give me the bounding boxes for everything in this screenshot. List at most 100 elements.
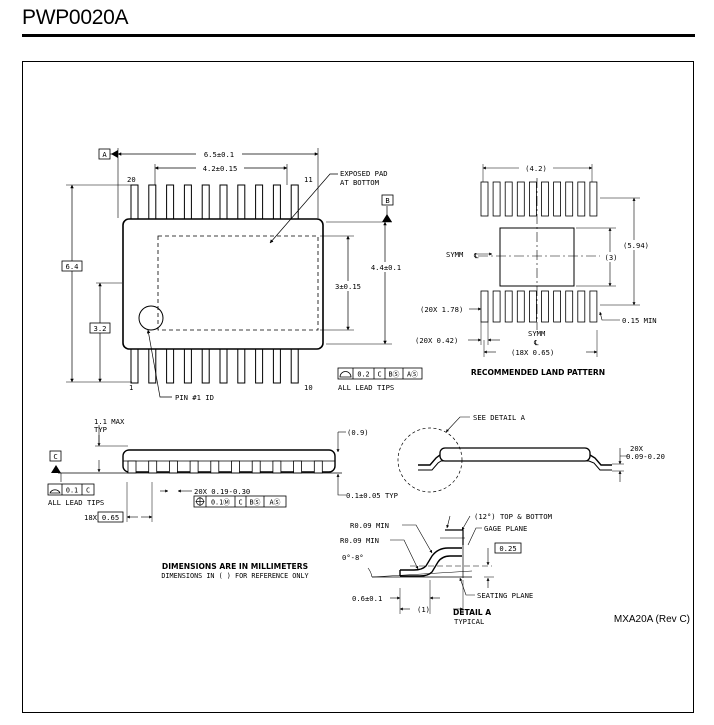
notes-line-1: DIMENSIONS ARE IN MILLIMETERS xyxy=(162,562,308,571)
top-view xyxy=(66,148,392,398)
lead xyxy=(183,184,192,221)
land-pad xyxy=(504,181,513,217)
land-pad xyxy=(589,181,598,217)
flatness-ref-c: C xyxy=(377,371,381,379)
position-ref-c: C xyxy=(238,499,242,507)
lead xyxy=(166,347,175,384)
land-pads-bottom xyxy=(480,290,598,323)
lead-thickness-1: 20X xyxy=(630,444,644,453)
land-symm-side: SYMM xyxy=(446,250,464,259)
land-symm-bottom: SYMM xyxy=(528,329,546,338)
land-pad xyxy=(480,181,489,217)
side-lead xyxy=(148,460,158,474)
land-pad xyxy=(529,181,537,217)
top-bottom-angle: (12°) TOP & BOTTOM xyxy=(474,512,553,521)
flatness-value: 0.2 xyxy=(357,371,369,379)
land-pad xyxy=(529,290,537,323)
lead-thickness-2: 0.09-0.20 xyxy=(626,452,665,461)
land-pad xyxy=(589,290,598,323)
coplanarity-ref: C xyxy=(86,487,90,495)
land-pad xyxy=(565,290,574,323)
land-pad xyxy=(516,181,525,217)
lead xyxy=(219,347,228,384)
side-lead xyxy=(313,460,323,474)
coplanarity-value: 0.1 xyxy=(66,487,78,495)
flatness-ref-b: BⓈ xyxy=(389,371,400,379)
position-value: 0.1Ⓜ xyxy=(211,499,230,507)
land-pitch: (18X 0.65) xyxy=(511,348,554,357)
top-leads xyxy=(130,184,299,221)
lead xyxy=(130,347,139,384)
position-ref-b: BⓈ xyxy=(250,499,261,507)
radius-1: R0.09 MIN xyxy=(350,521,389,530)
datum-a-label: A xyxy=(102,150,107,159)
standoff-dimension: 0.1±0.05 TYP xyxy=(346,491,398,500)
bottom-leads xyxy=(130,347,299,384)
lead xyxy=(219,184,228,221)
notes-line-2: DIMENSIONS IN ( ) FOR REFERENCE ONLY xyxy=(161,572,308,580)
exposed-pad-label-2: AT BOTTOM xyxy=(340,178,380,187)
datum-c-label: C xyxy=(53,452,57,461)
land-pad xyxy=(577,290,586,323)
side-lead xyxy=(189,460,199,474)
package-thickness: (0.9) xyxy=(347,428,369,437)
lead-width-dimension: 20X 0.19-0.30 xyxy=(194,487,250,496)
detail-a-subtitle: TYPICAL xyxy=(454,617,484,626)
side-lead xyxy=(168,460,178,474)
flatness-tolerance-frame: 0.2 C BⓈ AⓈ xyxy=(337,367,423,380)
max-height-2: TYP xyxy=(94,425,107,434)
drawing-frame xyxy=(22,61,694,713)
all-lead-tips-label-side: ALL LEAD TIPS xyxy=(48,498,104,507)
lead xyxy=(237,347,246,384)
lead xyxy=(201,184,210,221)
flatness-ref-a: AⓈ xyxy=(407,371,418,379)
land-pad xyxy=(480,290,489,323)
detail-a-title: DETAIL A xyxy=(453,608,491,617)
land-min-space: 0.15 MIN xyxy=(622,316,657,325)
position-icon xyxy=(195,497,205,506)
foot-length: 0.6±0.1 xyxy=(352,594,382,603)
land-pad xyxy=(541,290,549,323)
seating-plane-label: SEATING PLANE xyxy=(477,591,533,600)
pin1-id-label: PIN #1 ID xyxy=(175,393,214,402)
pin1-marker xyxy=(138,305,164,331)
side-lead xyxy=(231,460,240,474)
side-lead xyxy=(293,460,303,474)
lead xyxy=(130,184,139,221)
lead xyxy=(201,347,210,384)
gage-value: 0.25 xyxy=(499,544,516,553)
overall-width-dimension: 6.4 xyxy=(66,262,79,271)
lead xyxy=(272,184,281,221)
land-pad-length: (20X 1.78) xyxy=(420,305,463,314)
page-title: PWP0020A xyxy=(22,6,129,29)
lead xyxy=(237,184,246,221)
width-dimension: 6.5±0.1 xyxy=(204,150,234,159)
land-right-dimension: (5.94) xyxy=(623,241,649,250)
exposed-pad-label-1: EXPOSED PAD xyxy=(340,169,388,178)
lead xyxy=(148,184,157,221)
side-lead xyxy=(251,460,261,474)
lead xyxy=(166,184,175,221)
gage-plane-label: GAGE PLANE xyxy=(484,524,527,533)
all-lead-tips-label-top: ALL LEAD TIPS xyxy=(338,383,394,392)
end-view xyxy=(397,416,628,493)
lead xyxy=(272,347,281,384)
profile-icon xyxy=(339,371,352,378)
land-pad xyxy=(553,181,561,217)
pitch-value: 0.65 xyxy=(102,513,119,522)
land-pattern-view xyxy=(468,164,640,357)
lead xyxy=(290,347,299,384)
see-detail-a: SEE DETAIL A xyxy=(473,413,526,422)
pin-1-label: 1 xyxy=(129,383,133,392)
package-body xyxy=(122,218,324,350)
lead xyxy=(183,347,192,384)
pad-height-dimension: 3±0.15 xyxy=(335,282,361,291)
land-pad xyxy=(553,290,561,323)
pin-20-label: 20 xyxy=(127,175,136,184)
land-pad xyxy=(565,181,574,217)
land-pad xyxy=(516,290,525,323)
detail-a-callout xyxy=(397,427,463,493)
land-inner-dimension: (3) xyxy=(605,253,618,262)
pitch-prefix: 18X xyxy=(84,513,98,522)
profile-icon-side xyxy=(49,489,61,494)
